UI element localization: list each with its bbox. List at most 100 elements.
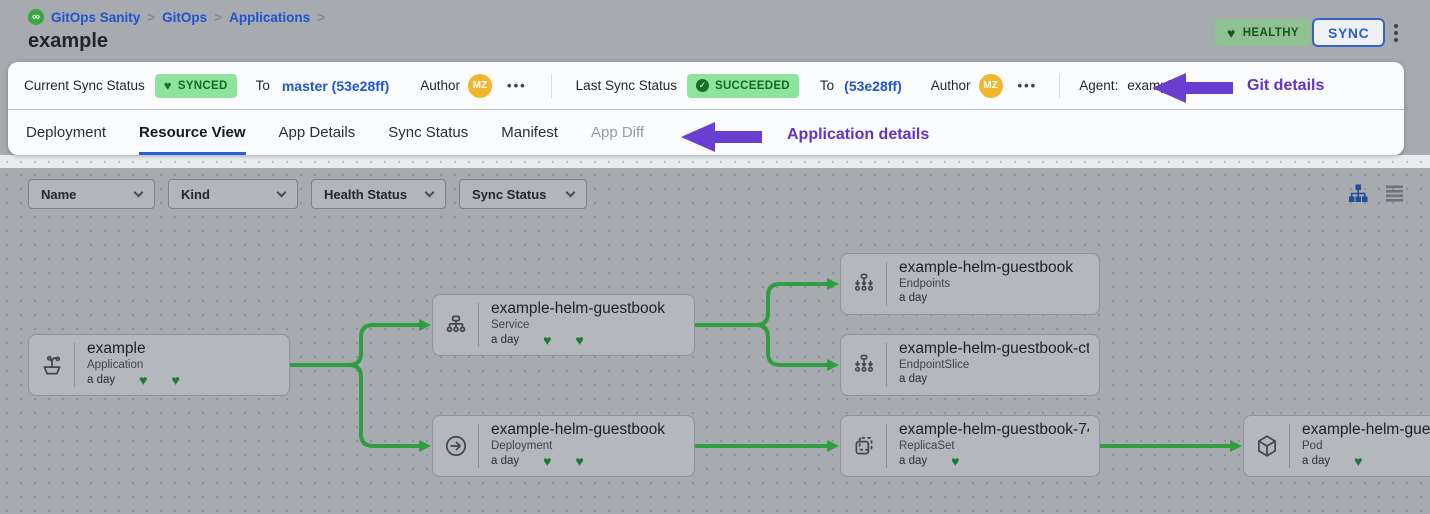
tab-app-diff[interactable]: App Diff [590,123,645,141]
node-age: a day [1302,455,1331,467]
app-header-card: Current Sync Status ♥ SYNCED To master (… [8,62,1404,155]
synced-badge-label: SYNCED [177,79,228,92]
heart-icon: ♥ [171,372,180,388]
breadcrumb-separator: > [214,9,223,25]
list-view-icon[interactable] [1384,183,1405,209]
node-service[interactable]: example-helm-guestbook Service a day♥♥ [432,294,695,356]
more-options-icon[interactable]: ••• [1017,78,1038,93]
heart-icon: ♥ [543,332,552,348]
heart-icon: ♥ [1227,24,1236,41]
breadcrumb-link-applications[interactable]: Applications [229,9,311,25]
filter-name[interactable]: Name [28,179,155,209]
node-kind: Application [87,359,144,371]
replicaset-icon [841,424,887,468]
heart-icon: ♥ [575,332,584,348]
heart-icon: ♥ [575,453,584,469]
health-badge-label: HEALTHY [1242,26,1299,39]
node-title: example-helm-guestbook [491,300,666,317]
node-kind: Service [491,319,530,331]
succeeded-badge: ✓ SUCCEEDED [686,73,799,98]
health-hearts: ♥♥ [139,373,180,387]
node-endpointslice[interactable]: example-helm-guestbook-ct... EndpointSli… [840,334,1100,396]
chevron-down-icon [133,187,144,197]
node-kind: ReplicaSet [899,440,955,452]
author-label: Author [930,78,971,93]
git-details-annotation: Git details [1247,77,1325,94]
breadcrumb-link-runtime[interactable]: GitOps Sanity [51,9,141,25]
current-sync-status-label: Current Sync Status [24,78,145,93]
kebab-menu-icon[interactable] [1392,22,1400,44]
filter-sync-status[interactable]: Sync Status [459,179,587,209]
author-label: Author [420,78,461,93]
agent-label: Agent: [1079,78,1119,93]
tab-resource-view[interactable]: Resource View [139,110,246,155]
application-icon [29,343,75,387]
node-title: example-helm-guestbook-74... [899,421,1089,438]
sync-button[interactable]: SYNC [1312,18,1386,47]
health-hearts: ♥♥ [543,333,584,347]
last-revision-link[interactable]: (53e28ff) [844,77,902,94]
tree-view-icon[interactable] [1347,183,1369,210]
more-options-icon[interactable]: ••• [507,78,527,93]
node-title: example-helm-guestbook [491,421,666,438]
health-hearts: ♥ [1354,454,1362,468]
node-title: example-helm-guestbook-ct... [899,340,1089,357]
heart-icon: ♥ [1354,453,1363,469]
agent-value: example [1127,78,1179,93]
node-kind: Endpoints [899,278,951,290]
heart-icon: ♥ [163,78,172,93]
deployment-icon [433,424,479,468]
tabs-bar: Deployment Resource View App Details Syn… [8,109,1404,155]
filter-kind[interactable]: Kind [168,179,298,209]
tab-app-details[interactable]: App Details [278,123,356,141]
filter-label: Sync Status [472,186,547,202]
breadcrumb-link-gitops[interactable]: GitOps [162,9,208,25]
node-pod[interactable]: example-helm-guest Pod a day♥ [1243,415,1430,477]
chevron-down-icon [565,187,576,197]
author-avatar: MZ [468,73,493,98]
filter-label: Name [41,186,77,202]
health-status-badge: ♥ HEALTHY [1215,19,1311,46]
node-age: a day [899,455,928,467]
endpoints-icon [841,262,887,306]
filter-label: Kind [181,186,210,202]
tab-deployment[interactable]: Deployment [26,123,107,141]
node-title: example-helm-guest [1302,421,1430,438]
tab-sync-status[interactable]: Sync Status [388,123,469,141]
canvas-top-strip [0,155,1430,168]
succeeded-badge-label: SUCCEEDED [714,79,790,92]
health-hearts: ♥ [951,454,959,468]
sync-status-bar: Current Sync Status ♥ SYNCED To master (… [8,62,1404,109]
last-sync-status-label: Last Sync Status [575,78,677,93]
breadcrumb-separator: > [317,9,325,25]
filter-health-status[interactable]: Health Status [311,179,446,209]
chevron-down-icon [424,187,435,197]
node-kind: Deployment [491,440,553,452]
to-label: To [819,78,835,93]
divider [1059,73,1061,98]
health-hearts: ♥♥ [543,454,584,468]
divider [550,73,552,98]
service-icon [433,303,479,347]
page-title: example [28,30,109,52]
node-title: example-helm-guestbook [899,259,1074,276]
chevron-down-icon [276,187,287,197]
tab-manifest[interactable]: Manifest [501,123,558,141]
to-label: To [255,78,270,93]
node-age: a day [491,334,520,346]
pod-icon [1244,424,1290,468]
node-application-example[interactable]: example Application a day♥♥ [28,334,290,396]
current-revision-link[interactable]: master (53e28ff) [281,77,390,94]
node-age: a day [899,373,928,385]
check-circle-icon: ✓ [695,79,709,92]
heart-icon: ♥ [139,372,148,388]
node-endpoints[interactable]: example-helm-guestbook Endpoints a day [840,253,1100,315]
node-age: a day [87,374,116,386]
synced-badge: ♥ SYNCED [154,73,237,98]
node-title: example [87,340,146,357]
gitops-logo-icon: ∞ [28,9,44,25]
node-deployment[interactable]: example-helm-guestbook Deployment a day♥… [432,415,695,477]
node-replicaset[interactable]: example-helm-guestbook-74... ReplicaSet … [840,415,1100,477]
filter-label: Health Status [324,186,408,202]
author-avatar: MZ [978,73,1003,98]
